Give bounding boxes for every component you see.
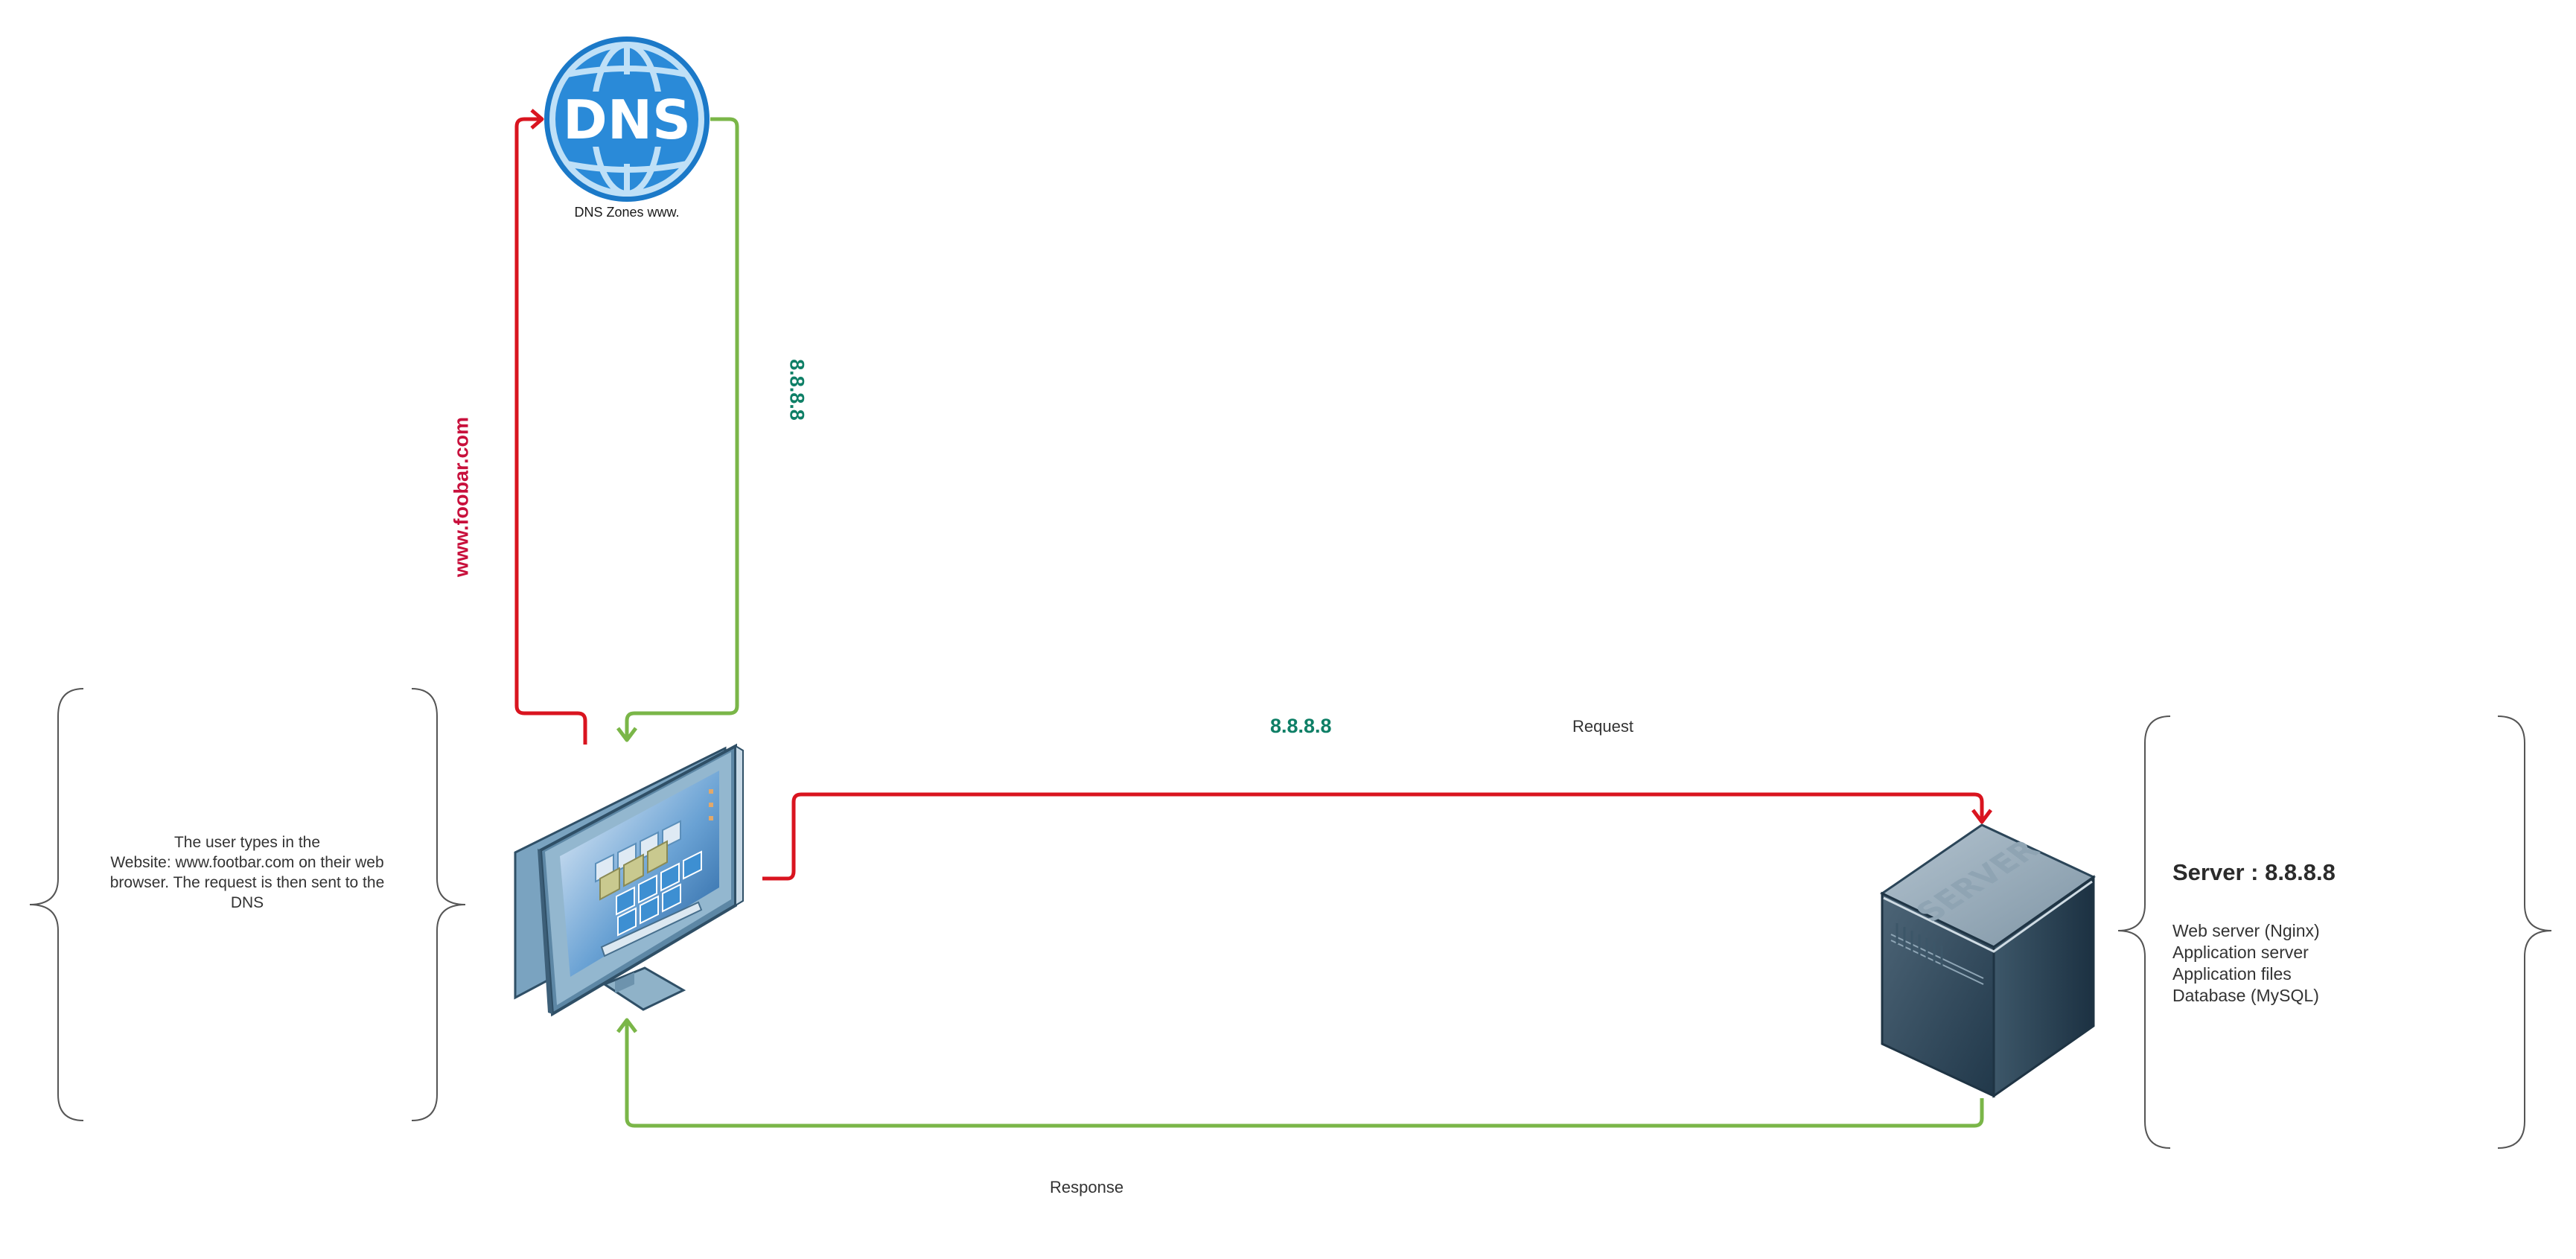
user-note-line: The user types in the [173,834,321,851]
dns-query-label: www.foobar.com [450,416,473,578]
dns-answer-arrow [616,117,739,742]
computer-monitor-icon [514,743,744,1017]
user-note-line: Website: www.footbar.com on their web [110,854,384,871]
server-title: Server : 8.8.8.8 [2172,859,2336,885]
user-note: The user types in the Website: www.footb… [86,832,408,913]
server-component: Database (MySQL) [2172,986,2319,1005]
server-details-brace [2117,715,2552,1149]
server-component: Application server [2172,943,2309,962]
user-note-brace [29,688,466,1121]
dns-query-arrow [514,109,587,745]
user-note-line: browser. The request is then sent to the [109,874,385,891]
server-component: Web server (Nginx) [2172,921,2320,940]
dns-caption: DNS Zones www. [574,205,680,220]
dns-icon-text: DNS [563,89,691,151]
request-label: Request [1572,717,1633,736]
request-arrow [762,792,1992,881]
server-components-list: Web server (Nginx) Application server Ap… [2172,920,2320,1007]
dns-answer-ip-label: 8.8.8.8 [785,359,809,421]
server-icon [1880,823,2096,1098]
dns-globe-icon [544,36,710,202]
response-label: Response [1050,1178,1124,1196]
request-ip-label: 8.8.8.8 [1270,715,1332,737]
response-arrow [616,1018,1984,1128]
server-component: Application files [2172,964,2292,984]
user-note-line: DNS [230,894,264,911]
